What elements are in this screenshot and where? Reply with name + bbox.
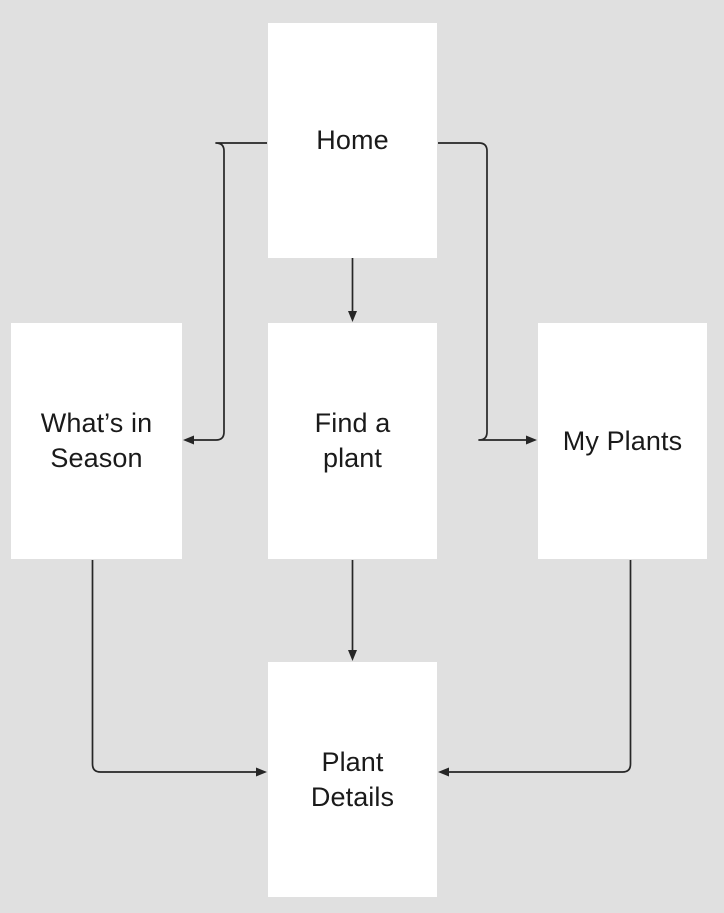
arrowhead-icon xyxy=(526,435,537,445)
arrowhead-icon xyxy=(256,767,267,777)
arrowhead-icon xyxy=(183,435,194,445)
edge-find-a-plant-to-plant-details xyxy=(348,560,357,661)
edge-my-plants-to-plant-details xyxy=(438,560,632,777)
node-my-plants[interactable]: My Plants xyxy=(538,323,707,559)
node-find-a-plant-label: Find a plant xyxy=(314,408,391,473)
arrowhead-icon xyxy=(348,650,357,661)
edge-home-to-my-plants xyxy=(438,142,537,445)
node-home[interactable]: Home xyxy=(268,23,437,258)
node-find-a-plant[interactable]: Find a plant xyxy=(268,323,437,559)
node-whats-in-season[interactable]: What’s in Season xyxy=(11,323,182,559)
node-my-plants-label: My Plants xyxy=(562,425,683,456)
node-plant-details-label: Plant Details xyxy=(310,746,395,812)
arrowhead-icon xyxy=(438,767,449,777)
node-home-label: Home xyxy=(316,125,389,155)
arrowhead-icon xyxy=(348,311,357,322)
node-plant-details[interactable]: Plant Details xyxy=(268,662,437,897)
edge-whats-in-season-to-plant-details xyxy=(91,560,267,777)
edge-home-to-whats-in-season xyxy=(183,142,267,445)
edge-home-to-find-a-plant xyxy=(348,258,357,322)
node-whats-in-season-label: What’s in Season xyxy=(40,408,153,473)
